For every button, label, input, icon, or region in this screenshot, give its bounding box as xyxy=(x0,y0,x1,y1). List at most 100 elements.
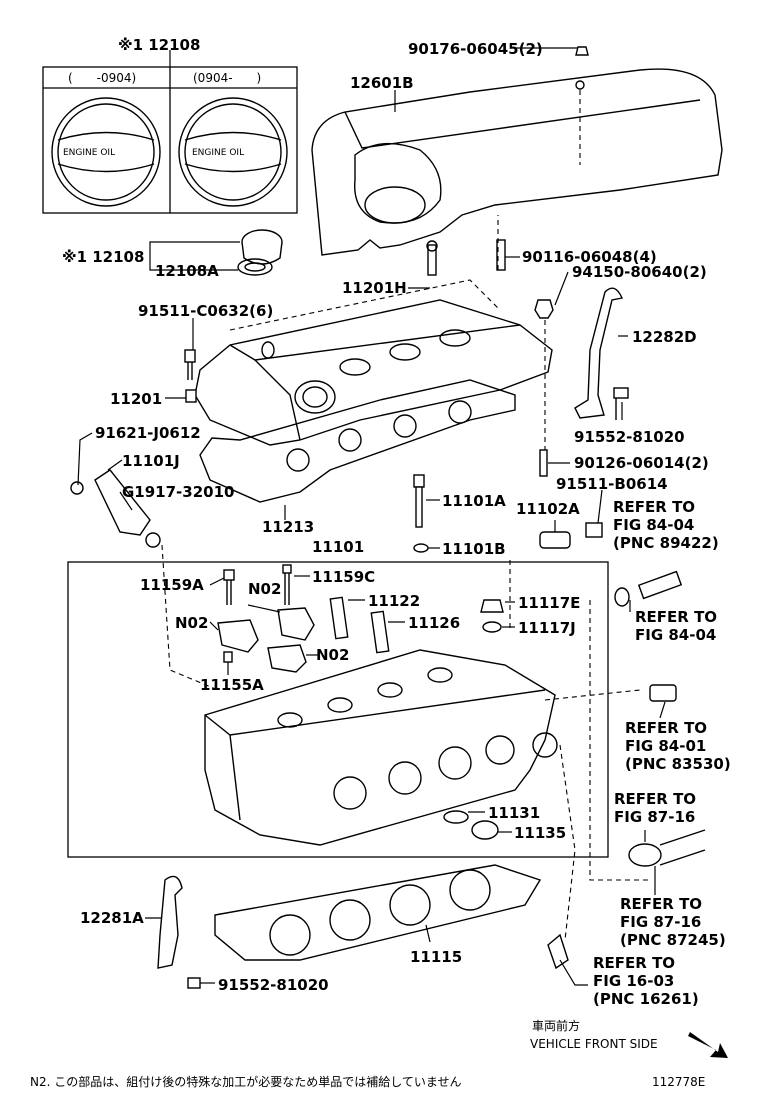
washer-11101B xyxy=(413,543,429,553)
label-91511-B0614: 91511-B0614 xyxy=(556,475,668,493)
label-cap-text-left: ENGINE OIL xyxy=(63,148,127,158)
label-90176: 90176-06045(2) xyxy=(408,40,543,58)
nut-94150 xyxy=(534,299,554,319)
label-11117E: 11117E xyxy=(518,594,580,612)
label-11115: 11115 xyxy=(410,948,462,966)
sensor-fig-84-04 xyxy=(614,570,683,607)
label-11101A: 11101A xyxy=(442,492,506,510)
refer1-line2: FIG 84-04 xyxy=(613,516,694,534)
label-N02-a: N02 xyxy=(248,580,281,598)
label-11155A: 11155A xyxy=(200,676,264,694)
refer3-line1: REFER TO xyxy=(625,719,707,737)
label-90116: 90116-06048(4) xyxy=(522,248,657,266)
label-12108A: 12108A xyxy=(155,262,219,280)
label-12282D: 12282D xyxy=(632,328,697,346)
front-arrow-icon xyxy=(688,1032,728,1058)
refer3-line3: (PNC 83530) xyxy=(625,755,731,773)
pin-11155A xyxy=(223,651,233,663)
label-11117J: 11117J xyxy=(518,619,576,637)
engine-cover-12601B xyxy=(311,46,723,256)
stud-11201H xyxy=(426,240,438,276)
label-N02-b: N02 xyxy=(175,614,208,632)
cylinder-head-box xyxy=(67,561,609,858)
label-12281A: 12281A xyxy=(80,909,144,927)
refer6-line1: REFER TO xyxy=(593,954,675,972)
sensor-11102A xyxy=(539,522,603,549)
refer1-line1: REFER TO xyxy=(613,498,695,516)
refer5-line3: (PNC 87245) xyxy=(620,931,726,949)
footnote-n2: N2. この部品は、組付け後の特殊な加工が必要なため単品では補給していません xyxy=(30,1074,462,1089)
seal-11135 xyxy=(471,820,499,840)
bolt-91552-top xyxy=(613,387,629,420)
plug-11131 xyxy=(443,810,469,824)
label-11101: 11101 xyxy=(312,538,364,556)
cam-cap-N02-a xyxy=(277,607,315,641)
label-12601B: 12601B xyxy=(350,74,414,92)
label-G1917: G1917-32010 xyxy=(122,483,234,501)
leader-lines xyxy=(77,47,666,986)
refer2-line2: FIG 84-04 xyxy=(635,626,716,644)
label-11101B: 11101B xyxy=(442,540,506,558)
label-11126: 11126 xyxy=(408,614,460,632)
phantom-line-9 xyxy=(544,689,641,701)
oil-control-valve xyxy=(70,469,161,548)
refer6-line2: FIG 16-03 xyxy=(593,972,674,990)
label-12108-top: ※1 12108 xyxy=(118,36,200,54)
guide-11126 xyxy=(370,610,390,654)
bracket-12282D xyxy=(574,287,623,419)
refer3-line2: FIG 84-01 xyxy=(625,737,706,755)
oil-cap-right-icon xyxy=(178,97,288,207)
oil-filler-cap-12108 xyxy=(237,229,283,276)
label-11102A: 11102A xyxy=(516,500,580,518)
bracket-12281A xyxy=(157,875,201,989)
label-inset-right: (0904- ) xyxy=(193,71,261,85)
oil-cap-inset xyxy=(42,50,298,214)
phantom-line-7 xyxy=(589,600,650,881)
label-91552-top: 91552-81020 xyxy=(574,428,685,446)
oil-cap-left-icon xyxy=(51,97,161,207)
plug-11117E xyxy=(480,599,504,613)
guide-11122 xyxy=(329,596,349,640)
refer6-line3: (PNC 16261) xyxy=(593,990,699,1008)
refer4-line2: FIG 87-16 xyxy=(614,808,695,826)
cover-gasket-11213 xyxy=(199,379,516,503)
bolt-11159C xyxy=(282,564,292,605)
bolt-11101A xyxy=(413,474,425,528)
label-11122: 11122 xyxy=(368,592,420,610)
label-11201: 11201 xyxy=(110,390,162,408)
refer4-line1: REFER TO xyxy=(614,790,696,808)
phantom-line-8 xyxy=(559,744,576,941)
label-12108-mid: ※1 12108 xyxy=(62,248,144,266)
label-11101J: 11101J xyxy=(122,452,180,470)
head-gasket-11115 xyxy=(214,864,542,961)
label-inset-left: ( -0904) xyxy=(68,71,136,85)
hose-clamp-fig-87-16 xyxy=(628,829,706,867)
vehicle-front-jp: 車両前方 xyxy=(532,1018,580,1033)
label-11131: 11131 xyxy=(488,804,540,822)
plug-tube-gasket xyxy=(286,400,472,472)
label-91511-C0632: 91511-C0632(6) xyxy=(138,302,273,320)
label-90126: 90126-06014(2) xyxy=(574,454,709,472)
cam-cap-N02-c xyxy=(267,644,307,673)
sensor-fig-16-03 xyxy=(547,933,569,970)
gasket-11117J xyxy=(482,621,502,633)
stud-90116 xyxy=(496,239,506,271)
bolt-11159A xyxy=(223,569,235,605)
bolt-91511-C0632 xyxy=(184,349,196,380)
stud-90126 xyxy=(539,449,548,477)
label-11201H: 11201H xyxy=(342,279,407,297)
vehicle-front-en: VEHICLE FRONT SIDE xyxy=(530,1037,658,1051)
label-cap-text-right: ENGINE OIL xyxy=(192,148,244,158)
refer5-line1: REFER TO xyxy=(620,895,702,913)
label-91552-bottom: 91552-81020 xyxy=(218,976,329,994)
label-N02-c: N02 xyxy=(316,646,349,664)
refer5-line2: FIG 87-16 xyxy=(620,913,701,931)
label-11159A: 11159A xyxy=(140,576,204,594)
label-91621: 91621-J0612 xyxy=(95,424,201,442)
figure-code: 112778E xyxy=(652,1075,705,1089)
label-11135: 11135 xyxy=(514,824,566,842)
refer2-line1: REFER TO xyxy=(635,608,717,626)
sensor-fig-84-01 xyxy=(649,684,677,702)
label-11159C: 11159C xyxy=(312,568,375,586)
